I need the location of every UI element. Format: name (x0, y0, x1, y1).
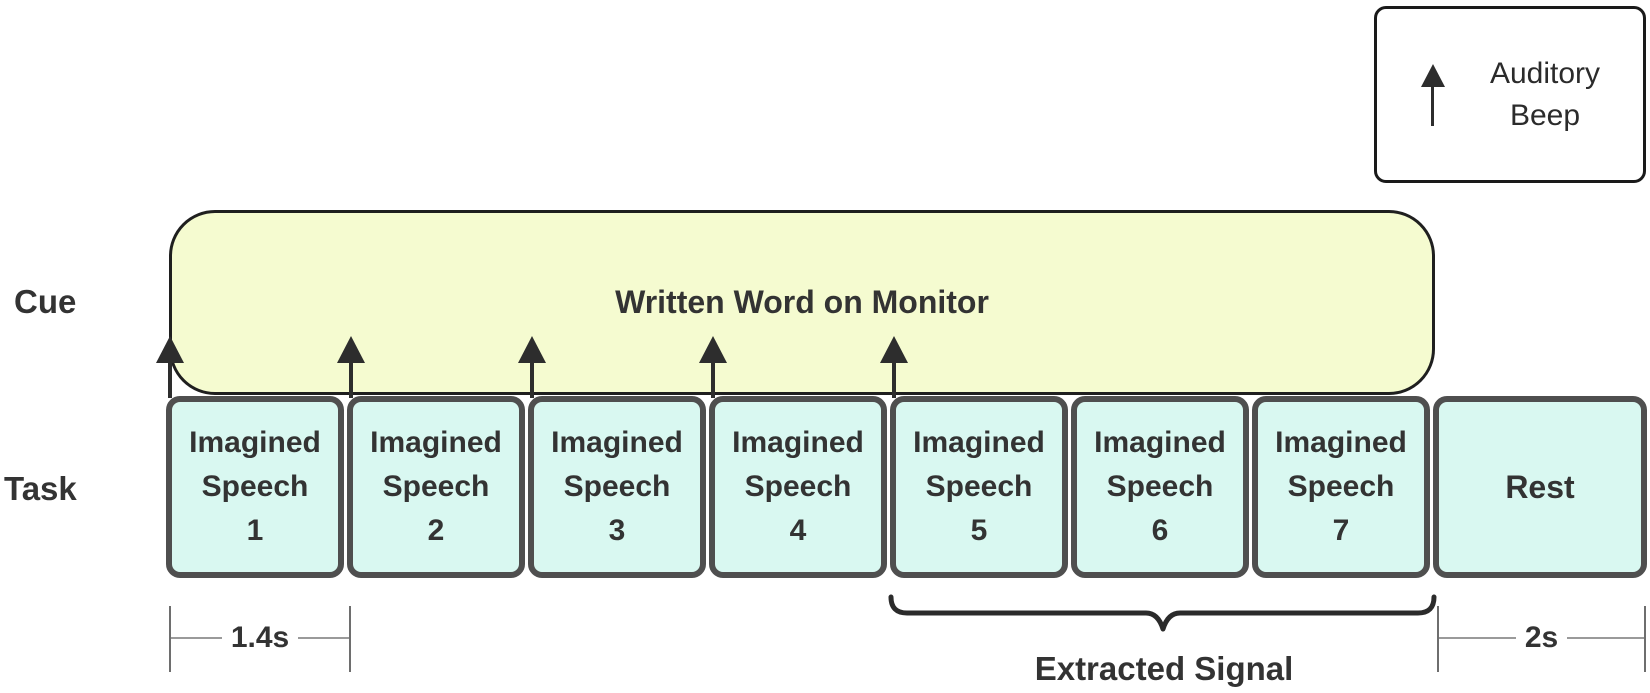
task-box-imagined-speech-2: Imagined Speech 2 (347, 396, 525, 578)
task-box-rest: Rest (1433, 396, 1647, 578)
task-box-label: Imagined Speech 5 (913, 426, 1045, 547)
cue-box: Written Word on Monitor (169, 210, 1435, 395)
arrow-head (156, 336, 184, 363)
task-row: Imagined Speech 1 Imagined Speech 2 Imag… (166, 396, 1647, 578)
extracted-signal-label: Extracted Signal (1034, 650, 1294, 687)
cue-row-label: Cue (14, 283, 77, 320)
duration-indicator-rest: 2s (1437, 606, 1646, 672)
arrow-stem (892, 363, 896, 398)
task-box-imagined-speech-1: Imagined Speech 1 (166, 396, 344, 578)
dimension-line (1567, 637, 1644, 639)
arrow-stem (349, 363, 353, 398)
dimension-tick (169, 606, 171, 672)
task-box-imagined-speech-5: Imagined Speech 5 (890, 396, 1068, 578)
task-box-label: Imagined Speech 3 (551, 426, 683, 547)
dimension-line (171, 637, 222, 639)
auditory-beep-icon (1420, 63, 1446, 126)
dimension-line (298, 637, 350, 639)
dimension-tick (349, 606, 351, 672)
task-box-imagined-speech-4: Imagined Speech 4 (709, 396, 887, 578)
arrow-stem (1431, 86, 1435, 126)
arrow-stem (530, 363, 534, 398)
task-box-label: Imagined Speech 7 (1275, 426, 1407, 547)
arrow-stem (168, 363, 172, 398)
extracted-signal-brace-icon (888, 594, 1437, 632)
auditory-beep-icon (699, 336, 727, 398)
rest-duration-label: 2s (1524, 621, 1559, 654)
arrow-stem (711, 363, 715, 398)
dimension-tick (1437, 606, 1439, 672)
task-box-imagined-speech-7: Imagined Speech 7 (1252, 396, 1430, 578)
arrow-head (699, 336, 727, 363)
auditory-beep-icon (880, 336, 908, 398)
auditory-beep-icon (156, 336, 184, 398)
legend-label: Auditory Beep (1489, 56, 1601, 132)
cue-box-label: Written Word on Monitor (615, 284, 989, 320)
dimension-tick (1644, 606, 1646, 672)
task-box-imagined-speech-6: Imagined Speech 6 (1071, 396, 1249, 578)
arrow-head (518, 336, 546, 363)
task-row-label: Task (4, 470, 77, 507)
task-box-label: Imagined Speech 4 (732, 426, 864, 547)
arrow-head (1420, 63, 1445, 87)
legend-box: Auditory Beep (1374, 6, 1646, 183)
task-box-label: Rest (1505, 469, 1575, 505)
task-box-label: Imagined Speech 2 (370, 426, 502, 547)
task-box-label: Imagined Speech 1 (189, 426, 321, 547)
task-box-label: Imagined Speech 6 (1094, 426, 1226, 547)
duration-indicator-speech: 1.4s (169, 606, 351, 672)
auditory-beep-icon (337, 336, 365, 398)
arrow-head (880, 336, 908, 363)
auditory-beep-icon (518, 336, 546, 398)
dimension-line (1439, 637, 1516, 639)
speech-duration-label: 1.4s (230, 621, 290, 654)
task-box-imagined-speech-3: Imagined Speech 3 (528, 396, 706, 578)
arrow-head (337, 336, 365, 363)
